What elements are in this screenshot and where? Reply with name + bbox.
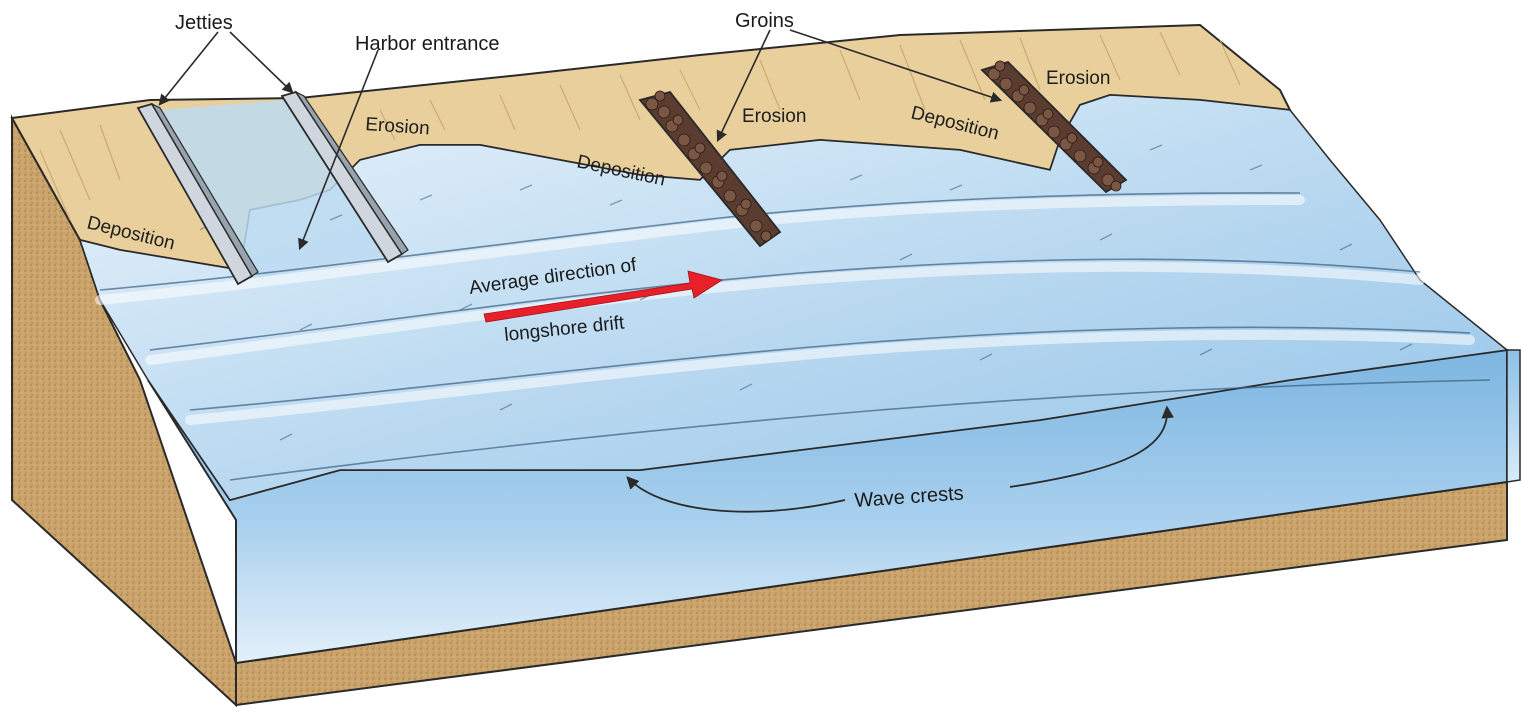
label-groins: Groins [735,10,794,32]
label-harbor-entrance: Harbor entrance [355,33,500,55]
water-right-face [1507,350,1520,482]
label-erosion-3: Erosion [1046,68,1110,89]
label-jetties: Jetties [175,12,233,34]
label-erosion-1: Erosion [365,114,431,139]
label-erosion-2: Erosion [742,106,806,127]
